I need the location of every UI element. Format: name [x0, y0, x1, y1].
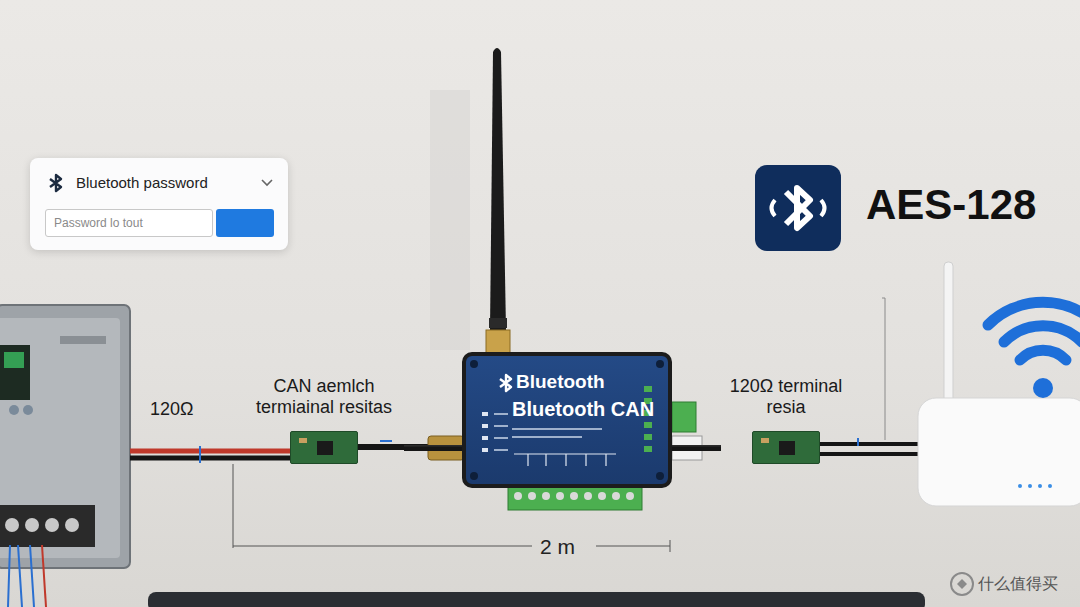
can-cable [672, 446, 721, 448]
resistor-label: 120Ω terminal resia [721, 376, 851, 417]
bluetooth-glyph [46, 173, 66, 193]
can-cable [820, 438, 920, 454]
module-title: Bluetooth [516, 372, 605, 393]
laptop-bezel [148, 592, 925, 607]
chip [317, 441, 333, 455]
wifi-symbol [988, 302, 1080, 398]
watermark-icon [951, 573, 973, 595]
chip [299, 438, 307, 443]
controller-device [0, 305, 130, 607]
chip [761, 438, 769, 443]
encryption-label: AES-128 [866, 182, 1036, 228]
password-input: Password lo tout [45, 209, 213, 237]
antenna [486, 48, 510, 354]
dimension-label: 2 m [540, 535, 575, 558]
resistance-label: 120Ω [150, 400, 194, 420]
submit-button [216, 209, 274, 237]
chip [779, 441, 795, 455]
password-card: Bluetooth passwordPassword lo tout [30, 158, 288, 250]
shadow [430, 90, 470, 350]
bluetooth-can-module: BluetoothBluetooth CAN [462, 352, 672, 488]
module-title: Bluetooth CAN [512, 398, 654, 420]
watermark: 什么值得买 [978, 575, 1058, 593]
input-placeholder: Password lo tout [54, 217, 143, 230]
terminal-resistor: 120Ω terminal resia [721, 376, 851, 464]
terminal-resistor: CAN aemlch termiainal resitas [244, 376, 404, 464]
card-title: Bluetooth password [76, 175, 208, 192]
bluetooth-glyph [496, 373, 516, 393]
can-cable [404, 446, 462, 448]
chevron [260, 178, 274, 188]
resistor-board [752, 431, 820, 464]
resistor-board [290, 431, 358, 464]
leader-line [882, 298, 885, 440]
resistor-label: CAN aemlch termiainal resitas [244, 376, 404, 417]
bluetooth-icon [755, 165, 841, 251]
